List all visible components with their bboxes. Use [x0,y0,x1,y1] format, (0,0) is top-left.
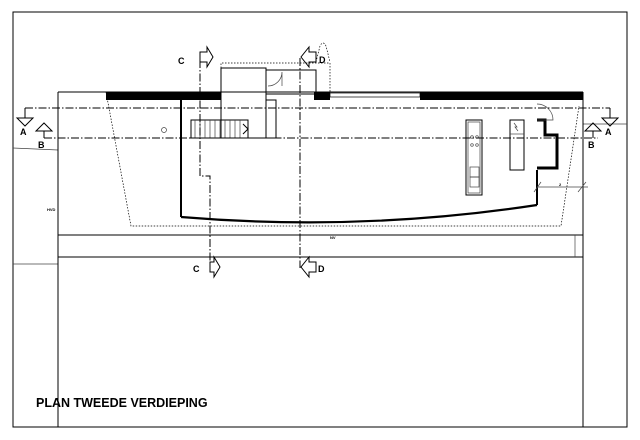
svg-text:A: A [20,127,27,137]
site-lines [12,91,627,427]
section-marker-c-top: C [178,45,214,69]
svg-text:B: B [588,140,595,150]
section-lines [25,58,610,268]
section-marker-b-right: B [583,122,603,150]
kitchen-island [465,119,483,196]
section-marker-d-top: D [300,42,331,69]
section-marker-c-bottom: C [193,255,221,279]
svg-text:B: B [38,140,45,150]
sheet-frame [12,11,628,428]
level-marker-icon [161,127,167,133]
section-marker-d-bottom: D [300,255,325,279]
svg-text:2: 2 [559,182,562,187]
kitchen-counter [509,119,525,171]
roof-outline [105,62,580,227]
svg-text:C: C [193,264,200,274]
section-marker-b-left: B [34,122,54,150]
section-marker-a-right: A [600,108,620,137]
walls [106,67,583,224]
dimension-line: 2 [533,181,588,193]
nv-label: NV [330,235,336,240]
drawing-title: PLAN TWEEDE VERDIEPING [36,396,208,410]
svg-text:C: C [178,56,185,66]
svg-text:D: D [319,55,326,65]
hvd-label: HVD [47,207,56,212]
section-marker-a-left: A [15,108,35,137]
svg-text:D: D [318,264,325,274]
svg-text:A: A [605,127,612,137]
